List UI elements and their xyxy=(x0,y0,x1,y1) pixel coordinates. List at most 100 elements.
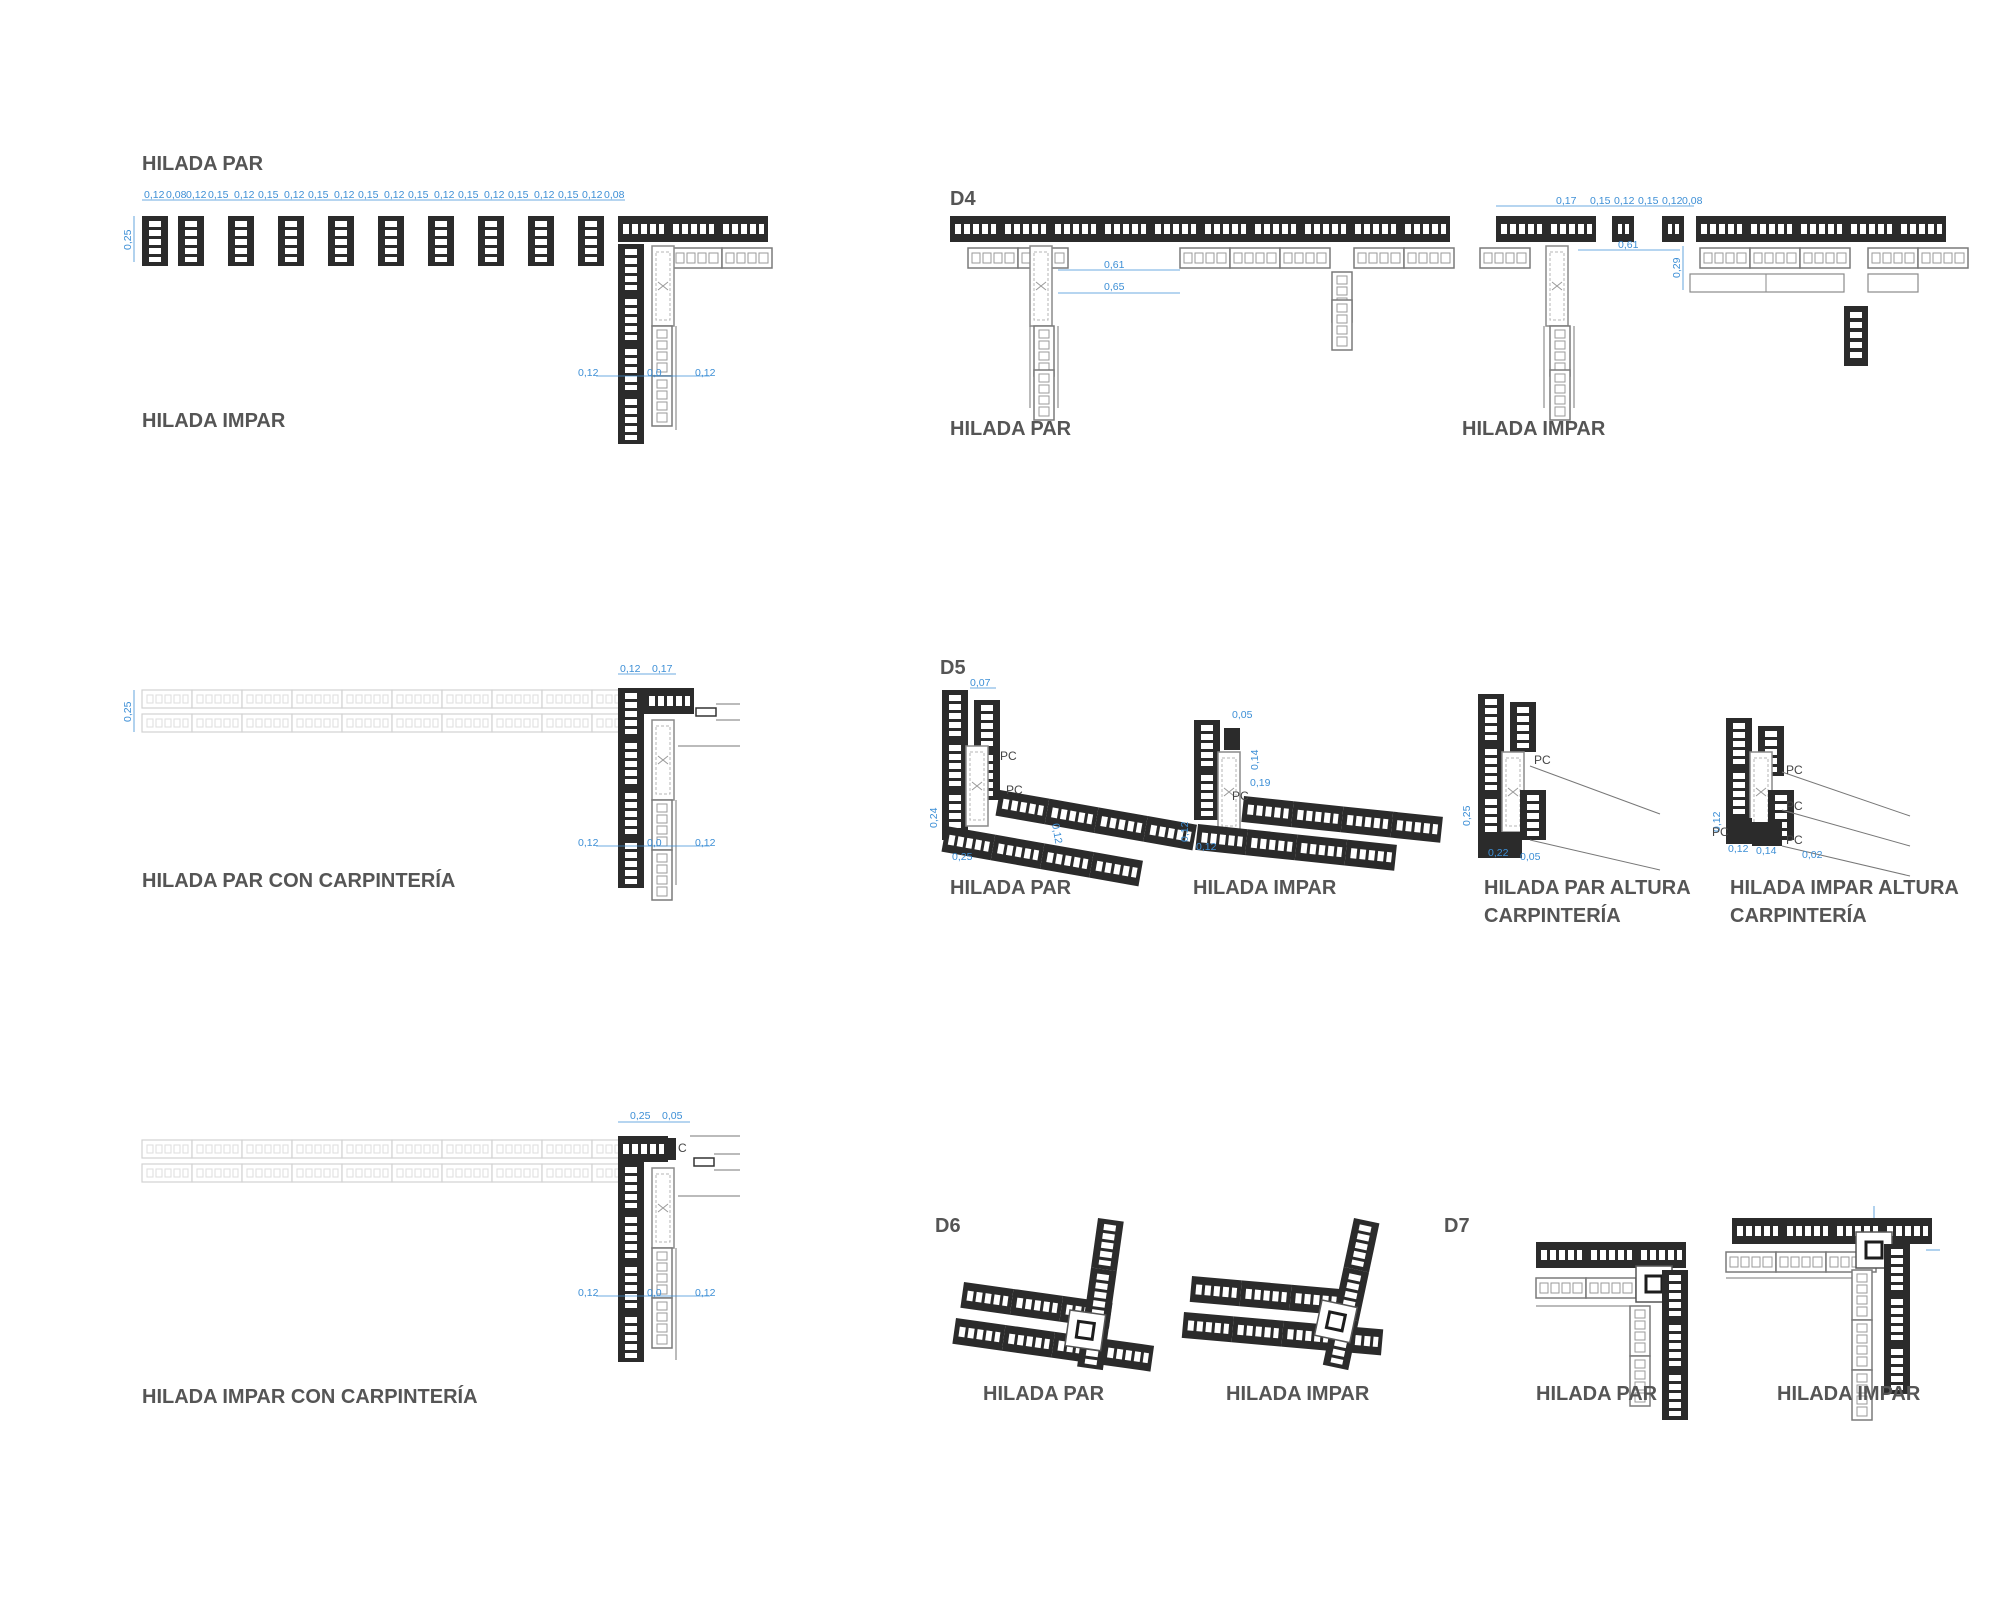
d5-4-dim-3: 0,14 xyxy=(1756,845,1777,857)
faded-wall xyxy=(141,689,643,733)
label-hilada-par: HILADA PAR xyxy=(142,153,264,175)
d5-impar-drawing: 0,05 0,14 0,19 0,12 0,12 PC xyxy=(1179,709,1443,871)
d4-impar-dim-height: 0,29 xyxy=(1671,257,1683,278)
d4-par-drawing: 0,61 0,65 xyxy=(950,216,1455,421)
d5-2-dim-3: 0,19 xyxy=(1250,777,1271,789)
dim-bottom-right: 0,12 xyxy=(695,367,716,379)
d5-impar-altura-drawing: 0,12 0,12 0,14 0,02 PC PC PC PC xyxy=(1711,718,1911,877)
dim-bottom-left: 0,12 xyxy=(578,1287,599,1299)
d6-impar-drawing xyxy=(1181,1218,1384,1371)
dim-11: 0,12 xyxy=(384,189,405,201)
dim-top-1: 0,12 xyxy=(620,663,641,675)
d4-label-impar: HILADA IMPAR xyxy=(1462,418,1606,440)
d4-impar-dim-mid: 0,61 xyxy=(1618,239,1639,251)
dim-top-2: 0,05 xyxy=(662,1110,683,1122)
detail-title-d4: D4 xyxy=(950,188,976,210)
d5-3-dim-3: 0,05 xyxy=(1520,851,1541,863)
d5-2-pc-1: PC xyxy=(1232,789,1249,803)
d4-impar-drawing: 0,17 0,15 0,12 0,15 0,12 0,08 xyxy=(1479,195,1969,421)
dim-bottom-mid: 0,0 xyxy=(647,1287,662,1299)
d4-impar-dim-5: 0,12 xyxy=(1662,195,1683,207)
dim-19: 0,12 xyxy=(582,189,603,201)
d5-2-dim-2: 0,14 xyxy=(1249,749,1261,770)
d5-4-pc-2: PC xyxy=(1786,799,1803,813)
pc-marker: C xyxy=(678,1141,687,1155)
dim-8: 0,15 xyxy=(308,189,329,201)
dim-top-2: 0,17 xyxy=(652,663,673,675)
d5-label-impar: HILADA IMPAR xyxy=(1193,877,1337,899)
section-hilada-par-carpinteria: 0,25 0,12 0,17 0,12 0,0 0,12 HILADA PAR … xyxy=(122,663,740,901)
dim-18: 0,15 xyxy=(558,189,579,201)
dim-12: 0,15 xyxy=(408,189,429,201)
dim-6: 0,15 xyxy=(258,189,279,201)
d5-par-drawing: 0,07 0,24 0,25 0,12 PC PC xyxy=(928,677,1197,887)
dim-bottom-right: 0,12 xyxy=(695,837,716,849)
dim-2: 0,08 xyxy=(166,189,187,201)
d7-par-drawing xyxy=(1535,1242,1688,1420)
section-hilada-impar-carpinteria: 0,25 0,05 C 0,12 0,0 0,12 HILADA IMPAR C… xyxy=(141,1110,740,1408)
dimension-chain-top: 0,12 0,08 0,12 0,15 0,12 0,15 0,12 0,15 … xyxy=(122,189,625,262)
d4-impar-dim-3: 0,12 xyxy=(1614,195,1635,207)
dim-1: 0,12 xyxy=(144,189,165,201)
d5-par-altura-drawing: 0,25 0,22 0,05 PC xyxy=(1461,694,1661,871)
d4-impar-dim-4: 0,15 xyxy=(1638,195,1659,207)
dim-17: 0,12 xyxy=(534,189,555,201)
detail-d6: D6 HILADA PAR HILA xyxy=(935,1215,1384,1405)
d5-3-pc-1: PC xyxy=(1534,753,1551,767)
corner-assembly-3: C 0,12 0,0 0,12 xyxy=(578,1135,740,1362)
detail-d4: D4 0,61 0,65 HILADA PAR 0,17 0,15 0,12 0… xyxy=(950,188,1969,440)
window-frame xyxy=(695,707,717,717)
label-hilada-par-carpinteria: HILADA PAR CON CARPINTERÍA xyxy=(142,869,455,892)
d5-1-dim-1: 0,07 xyxy=(970,677,991,689)
d5-4-pc-3: PC xyxy=(1786,833,1803,847)
d6-par-drawing xyxy=(952,1218,1155,1372)
dim-10: 0,15 xyxy=(358,189,379,201)
detail-title-d5: D5 xyxy=(940,657,966,679)
dim-5: 0,12 xyxy=(234,189,255,201)
d5-4-dim-1: 0,12 xyxy=(1711,811,1723,832)
d5-2-dim-1: 0,05 xyxy=(1232,709,1253,721)
dim-20: 0,08 xyxy=(604,189,625,201)
label-hilada-impar: HILADA IMPAR xyxy=(142,410,286,432)
dim-4: 0,15 xyxy=(208,189,229,201)
faded-wall xyxy=(141,1139,643,1183)
dim-height: 0,25 xyxy=(122,229,134,250)
dim-13: 0,12 xyxy=(434,189,455,201)
d5-3-dim-2: 0,22 xyxy=(1488,847,1509,859)
detail-title-d7: D7 xyxy=(1444,1215,1470,1237)
section-hilada-par: HILADA PAR 0,12 0,08 0,12 0,15 0,12 0,15… xyxy=(122,153,773,444)
d7-label-par: HILADA PAR xyxy=(1536,1383,1658,1405)
detail-d5: D5 0,07 0,24 0,25 0,12 PC PC HILADA PAR xyxy=(928,657,1959,927)
d5-label-impar-altura-line2: CARPINTERÍA xyxy=(1730,904,1867,927)
d5-1-dim-2: 0,24 xyxy=(928,807,940,828)
d5-4-pc-4: PC xyxy=(1712,825,1729,839)
label-hilada-impar-carpinteria: HILADA IMPAR CON CARPINTERÍA xyxy=(142,1385,478,1408)
dim-9: 0,12 xyxy=(334,189,355,201)
d4-impar-dim-2: 0,15 xyxy=(1590,195,1611,207)
dim-15: 0,12 xyxy=(484,189,505,201)
corner-assembly-2: 0,12 0,0 0,12 xyxy=(578,688,740,901)
dim-bottom-mid: 0,0 xyxy=(647,837,662,849)
detail-d7: D7 HILADA PAR HILADA IMPAR xyxy=(1444,1206,1940,1421)
d5-4-dim-2: 0,12 xyxy=(1728,843,1749,855)
dim-bottom-mid: 0,0 xyxy=(647,367,662,379)
d4-impar-dim-1: 0,17 xyxy=(1556,195,1577,207)
detail-title-d6: D6 xyxy=(935,1215,961,1237)
d5-1-pc-1: PC xyxy=(1000,749,1017,763)
d5-label-par: HILADA PAR xyxy=(950,877,1072,899)
d7-label-impar: HILADA IMPAR xyxy=(1777,1383,1921,1405)
window-frame xyxy=(693,1157,715,1167)
d4-label-par: HILADA PAR xyxy=(950,418,1072,440)
dim-16: 0,15 xyxy=(508,189,529,201)
d4-par-dim-1: 0,61 xyxy=(1104,259,1125,271)
corner-assembly-1: 0,12 0,0 0,12 xyxy=(578,216,773,444)
dim-bottom-left: 0,12 xyxy=(578,367,599,379)
d7-impar-drawing xyxy=(1725,1206,1940,1421)
dim-14: 0,15 xyxy=(458,189,479,201)
d5-1-dim-3: 0,25 xyxy=(952,851,973,863)
d5-label-impar-altura-line1: HILADA IMPAR ALTURA xyxy=(1730,877,1959,899)
dim-bottom-right: 0,12 xyxy=(695,1287,716,1299)
d6-label-impar: HILADA IMPAR xyxy=(1226,1383,1370,1405)
dim-height: 0,25 xyxy=(122,701,134,722)
